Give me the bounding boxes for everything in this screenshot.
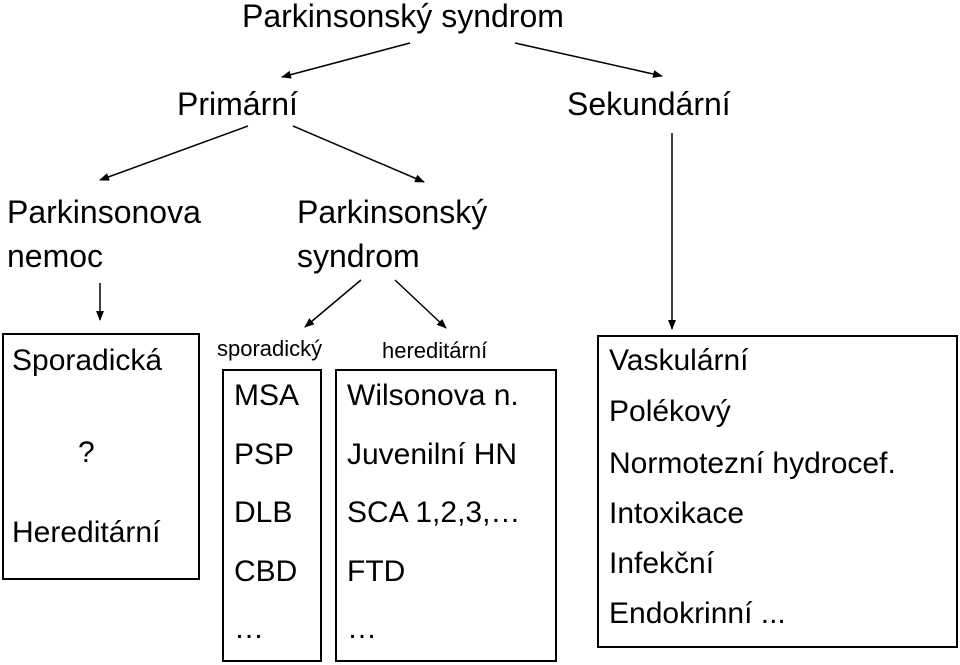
pn-unknown: ? [78,436,95,469]
arrow-ps-to-sporadic [304,279,362,328]
parkinson-disease-line1: Parkinsonova [7,194,201,230]
sporadic-branch-label: sporadický [217,336,323,361]
sporadic-box [222,369,322,662]
hereditary-branch-label: hereditární [382,338,488,363]
hereditary-item: Wilsonova n. [347,379,519,412]
hereditary-item: FTD [347,555,406,588]
hereditary-item: … [347,612,377,645]
pn-hereditary: Hereditární [12,516,161,549]
pn-sporadic: Sporadická [12,344,163,377]
parkinson-syndrome-line1: Parkinsonský [297,194,488,230]
arrow-root-to-secondary [514,42,663,78]
arrow-primary-to-ps [292,125,425,183]
sporadic-item: MSA [234,379,300,412]
hereditary-box [335,369,557,662]
arrow-primary-to-pn [99,125,249,181]
parkinson-disease-box [2,333,200,580]
hereditary-item: SCA 1,2,3,… [347,496,521,529]
root-title: Parkinsonský syndrom [242,0,564,34]
secondary-item: Polékový [609,395,731,428]
secondary-item: Infekční [609,547,715,580]
primary-label: Primární [177,86,298,122]
secondary-item: Intoxikace [609,497,745,530]
secondary-box [597,335,958,648]
sporadic-item: … [234,612,264,645]
sporadic-item: CBD [234,555,298,588]
hereditary-item: Juvenilní HN [347,438,518,471]
secondary-item: Vaskulární [609,344,749,377]
secondary-item: Normotezní hydrocef. [609,447,896,480]
secondary-label: Sekundární [567,86,731,122]
parkinson-disease-line2: nemoc [7,238,104,274]
arrow-ps-to-hereditary [394,279,447,329]
secondary-item: Endokrinní ... [609,597,786,630]
arrow-root-to-primary [281,42,411,79]
sporadic-item: PSP [234,438,295,471]
parkinson-syndrome-line2: syndrom [297,238,420,274]
sporadic-item: DLB [234,496,293,529]
